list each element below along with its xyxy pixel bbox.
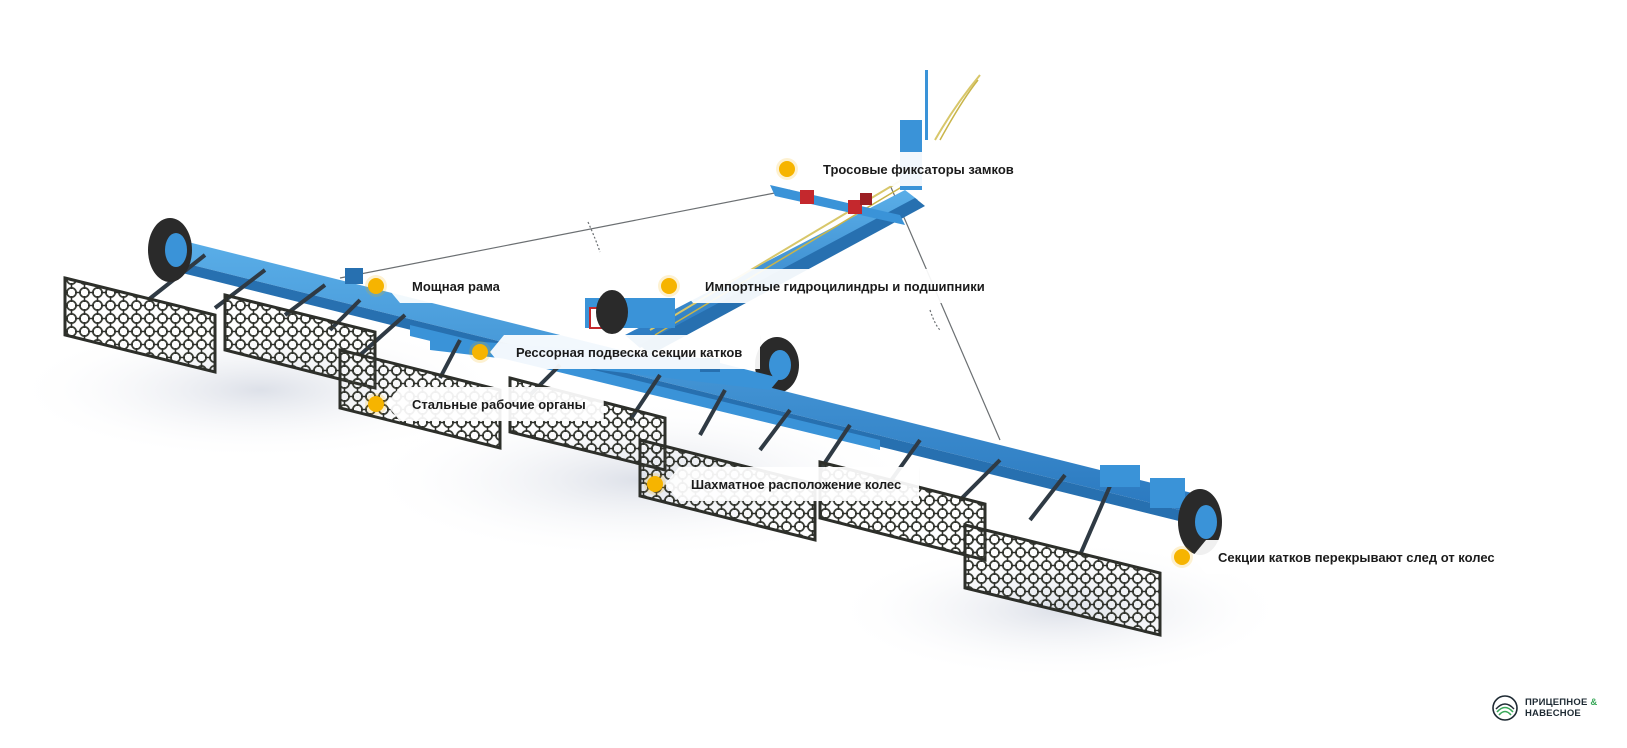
callout-label: Тросовые фиксаторы замков bbox=[797, 152, 1032, 186]
marker-dot[interactable] bbox=[368, 278, 384, 294]
end-wheels bbox=[148, 218, 1222, 555]
brand-ampersand: & bbox=[1590, 697, 1598, 708]
field-rows-icon bbox=[1492, 695, 1518, 721]
callout-label: Мощная рама bbox=[386, 269, 518, 303]
brand-logo[interactable]: ПРИЦЕПНОЕ & НАВЕСНОЕ bbox=[1492, 695, 1597, 721]
brand-line-2: НАВЕСНОЕ bbox=[1525, 708, 1581, 719]
marker-dot[interactable] bbox=[472, 344, 488, 360]
roller-section-1 bbox=[63, 276, 217, 374]
brand-name: ПРИЦЕПНОЕ & НАВЕСНОЕ bbox=[1525, 697, 1597, 719]
marker-dot[interactable] bbox=[1174, 549, 1190, 565]
callout-label: Стальные рабочие органы bbox=[386, 387, 604, 421]
callout-label: Шахматное расположение колес bbox=[665, 467, 920, 501]
callout-label: Секции катков перекрывают след от колес bbox=[1192, 540, 1513, 574]
marker-dot[interactable] bbox=[647, 476, 663, 492]
marker-dot[interactable] bbox=[368, 396, 384, 412]
marker-dot[interactable] bbox=[661, 278, 677, 294]
drawbar bbox=[625, 70, 981, 355]
callout-label: Рессорная подвеска секции катков bbox=[490, 335, 761, 369]
marker-dot[interactable] bbox=[779, 161, 795, 177]
support-cables bbox=[339, 184, 1001, 441]
callout-label: Импортные гидроцилиндры и подшипники bbox=[679, 269, 1003, 303]
roller-section-7 bbox=[963, 523, 1162, 637]
brand-line-1: ПРИЦЕПНОЕ bbox=[1525, 697, 1588, 708]
